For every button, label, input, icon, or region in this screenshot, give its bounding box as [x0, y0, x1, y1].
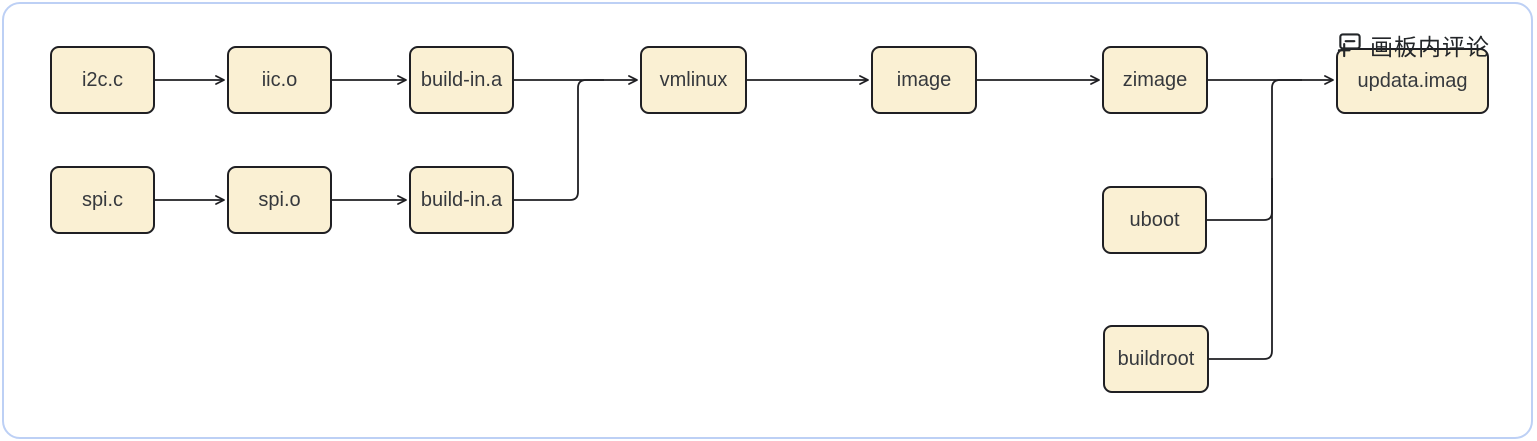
node-label: uboot [1129, 208, 1180, 231]
node-label: i2c.c [81, 68, 124, 91]
node-spi-c[interactable]: spi.c [50, 166, 155, 234]
node-vmlinux[interactable]: vmlinux [640, 46, 747, 114]
node-image[interactable]: image [871, 46, 977, 114]
comment-button-label: 画板内评论 [1370, 34, 1490, 60]
node-label: spi.c [81, 188, 124, 211]
node-label: updata.imag [1357, 69, 1468, 92]
node-uboot[interactable]: uboot [1102, 186, 1207, 254]
node-i2c-c[interactable]: i2c.c [50, 46, 155, 114]
canvas-comment-button[interactable]: 画板内评论 [1336, 28, 1490, 62]
node-updata-imag[interactable]: updata.imag [1336, 48, 1489, 114]
node-label: zimage [1122, 68, 1188, 91]
node-label: iic.o [261, 68, 298, 91]
node-build-in-a-1[interactable]: build-in.a [409, 46, 514, 114]
node-zimage[interactable]: zimage [1102, 46, 1208, 114]
comment-plus-icon [1336, 31, 1363, 60]
node-label: image [896, 68, 952, 91]
node-label: buildroot [1117, 347, 1195, 370]
node-label: spi.o [258, 188, 301, 211]
node-label: build-in.a [420, 68, 503, 91]
node-buildroot[interactable]: buildroot [1103, 325, 1209, 393]
node-label: build-in.a [420, 188, 503, 211]
node-spi-o[interactable]: spi.o [227, 166, 332, 234]
node-iic-o[interactable]: iic.o [227, 46, 332, 114]
node-label: vmlinux [659, 68, 728, 91]
node-build-in-a-2[interactable]: build-in.a [409, 166, 514, 234]
